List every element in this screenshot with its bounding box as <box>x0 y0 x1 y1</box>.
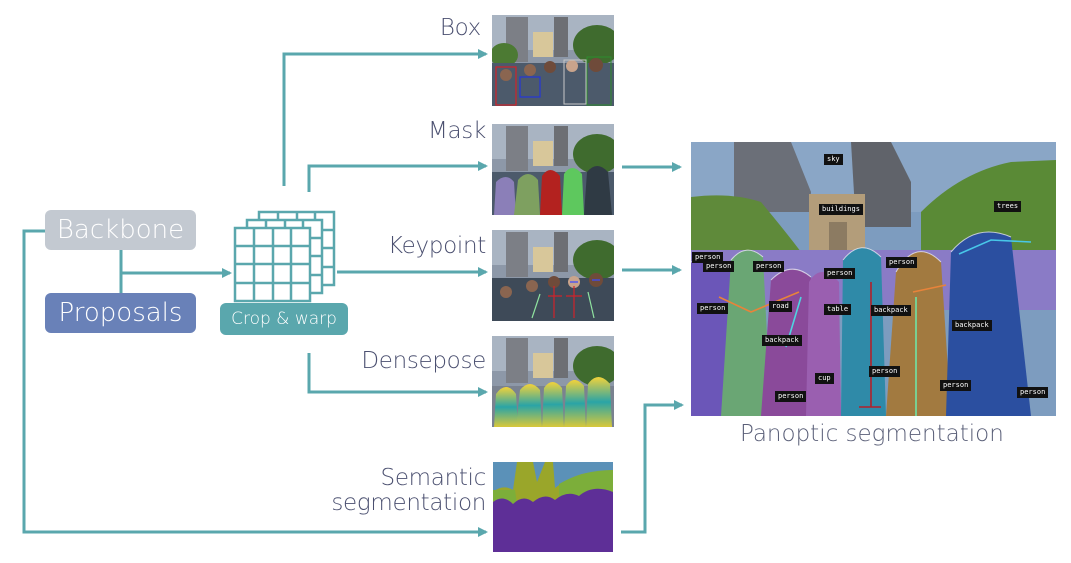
panoptic-caption: Panoptic segmentation <box>740 421 1004 447</box>
tag-road: road <box>769 301 792 312</box>
arrow-semantic-to-panoptic <box>621 400 684 534</box>
densepose-label: Densepose <box>361 348 486 374</box>
tag-person: person <box>692 252 724 263</box>
box-thumbnail <box>492 15 614 106</box>
proposals-node: Proposals <box>45 293 196 333</box>
tag-person: person <box>940 380 972 391</box>
densepose-thumbnail <box>492 336 614 427</box>
tag-table: table <box>824 304 852 315</box>
tag-trees: trees <box>994 201 1022 212</box>
mask-thumbnail <box>492 124 614 215</box>
tag-backpack: backpack <box>762 335 802 346</box>
tag-person: person <box>703 261 735 272</box>
tag-person: person <box>775 391 807 402</box>
tag-sky: sky <box>824 154 843 165</box>
crop-warp-node: Crop & warp <box>220 303 348 335</box>
tag-backpack: backpack <box>952 320 992 331</box>
tag-buildings: buildings <box>819 204 863 215</box>
semantic-scene-image <box>493 462 613 552</box>
tag-person: person <box>824 268 856 279</box>
mask-scene-image <box>492 124 614 215</box>
mask-label: Mask <box>427 118 486 144</box>
densepose-scene-image <box>492 336 614 427</box>
arrow-to-box <box>282 49 488 186</box>
semantic-label-line1: Semantic <box>380 465 487 491</box>
arrow-backbone-to-semantic <box>22 229 488 537</box>
tag-cup: cup <box>815 373 834 384</box>
backbone-node: Backbone <box>45 210 196 250</box>
semantic-label-line2: segmentation <box>331 490 486 517</box>
semantic-thumbnail <box>493 462 613 552</box>
keypoint-label: Keypoint <box>388 233 486 259</box>
panoptic-segmentation-image: sky buildings trees person person person… <box>691 142 1056 416</box>
tag-person: person <box>1017 387 1049 398</box>
tag-person: person <box>697 303 729 314</box>
tag-person: person <box>869 366 901 377</box>
box-label: Box <box>439 15 481 41</box>
feature-grid-icon <box>233 210 336 303</box>
tag-person: person <box>753 261 785 272</box>
keypoint-scene-image <box>492 230 614 321</box>
keypoint-thumbnail <box>492 230 614 321</box>
arrow-to-densepose <box>307 353 488 397</box>
tag-backpack: backpack <box>871 305 911 316</box>
semantic-label: Semantic segmentation <box>331 465 487 517</box>
box-scene-image <box>492 15 614 106</box>
tag-person: person <box>886 257 918 268</box>
arrow-to-mask <box>307 161 488 192</box>
